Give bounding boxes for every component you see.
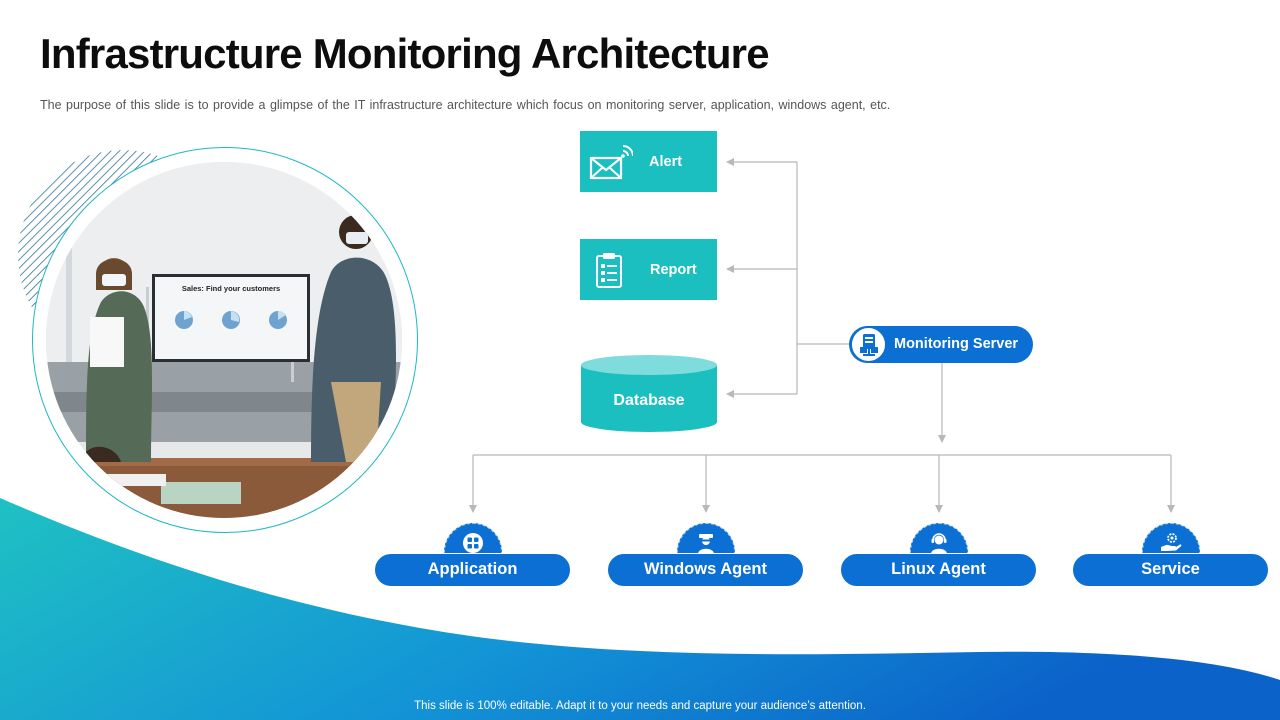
- slide-footer: This slide is 100% editable. Adapt it to…: [414, 700, 866, 712]
- monitoring-server-label: Monitoring Server: [894, 336, 1019, 352]
- background-wave: [0, 498, 1280, 720]
- meeting-photo: Sales: Find your customers: [46, 162, 402, 518]
- alert-label: Alert: [649, 153, 683, 170]
- report-box[interactable]: Report: [580, 239, 717, 300]
- screen-heading: Sales: Find your customers: [182, 284, 280, 293]
- service-label: Service: [1072, 553, 1269, 587]
- envelope-signal-icon: [580, 131, 638, 192]
- clipboard-checklist-icon: [580, 239, 638, 300]
- application-label: Application: [374, 553, 571, 587]
- windows-agent-label: Windows Agent: [607, 553, 804, 587]
- monitoring-server[interactable]: Monitoring Server: [849, 326, 1033, 363]
- alert-box[interactable]: Alert: [580, 131, 717, 192]
- slide-title: Infrastructure Monitoring Architecture: [40, 30, 770, 77]
- server-computer-icon: [850, 326, 887, 363]
- windows-agent-node[interactable]: Windows Agent: [607, 520, 804, 588]
- linux-agent-node[interactable]: Linux Agent: [840, 520, 1037, 588]
- service-node[interactable]: Service: [1072, 520, 1269, 588]
- linux-agent-label: Linux Agent: [840, 553, 1037, 587]
- database-cylinder[interactable]: Database: [580, 354, 718, 434]
- corner-dot: [1253, 690, 1273, 710]
- application-node[interactable]: Application: [374, 520, 571, 588]
- database-label: Database: [613, 392, 685, 409]
- slide-subtitle: The purpose of this slide is to provide …: [40, 98, 891, 112]
- report-label: Report: [650, 261, 697, 278]
